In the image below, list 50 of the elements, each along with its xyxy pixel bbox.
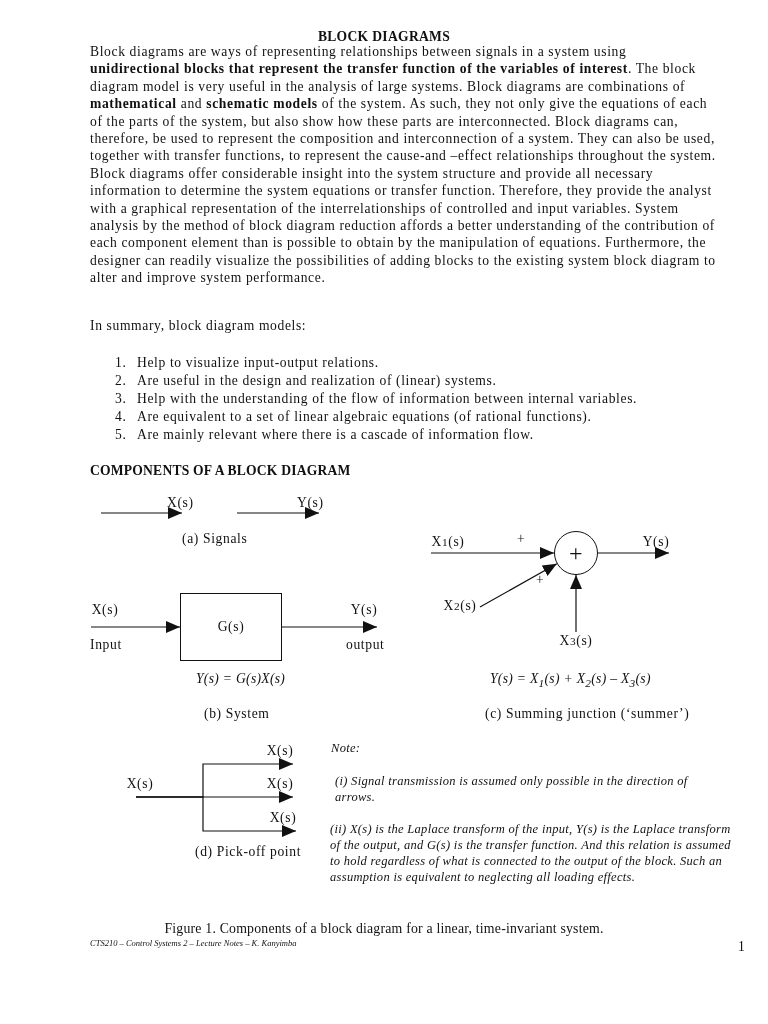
signal-label: X(s) (167, 494, 194, 512)
summing-junction (554, 531, 598, 575)
list-item: Are equivalent to a set of linear algebraic equations (of rational functions). (137, 408, 592, 426)
plus-sign: + (568, 541, 584, 565)
body-paragraph: Block diagrams are ways of representing relationships between signals in a system using unidirectional blocks that represent the transfer function of the variables of interest. The block diagram model is very useful in the analysis of large systems. Block diagrams are combinations of mathematical and schematic models of the system. As such, they not only give the equations of each of the parts of the system, but also show how these parts are interconnected. Block diagrams can, therefore, be used to represent the composition and interconnection of a system. They can also be used, together with transfer functions, to represent the cause-and –effect relationships throughout the system. Block diagrams offer considerable insight into the system structure and provide all necessary information to determine the system equations or transfer function. Therefore, they provide the analyst with a graphical representation of the interrelationships of controlled and input variables. System analysis by the method of block diagram reduction affords a better understanding of the contribution of each component element than is possible to obtain by the manipulation of equations. Furthermore, the designer can readily visualize the possibilities of adding blocks to the existing system block diagram to alter and improve system performance. (90, 43, 717, 287)
list-item: Help to visualize input-output relations. (137, 354, 379, 372)
signal-arrow (135, 796, 297, 837)
signal-arrow (281, 621, 378, 633)
list-item: Are mainly relevant where there is a cascade of information flow. (137, 426, 534, 444)
list-number: 2. (115, 372, 127, 390)
page-number: 1 (738, 938, 746, 956)
signal-label: Y(s) (348, 601, 380, 627)
signal-arrow (597, 547, 670, 559)
io-label: output (346, 636, 385, 654)
signal-arrow (90, 621, 181, 633)
section-heading: COMPONENTS OF A BLOCK DIAGRAM (90, 462, 351, 480)
note-text: (i) Signal transmission is assumed only possible in the direction of arrows. (335, 773, 690, 805)
signal-arrow (430, 547, 555, 559)
signal-label: Y(s) (297, 494, 324, 512)
list-item: Are useful in the design and realization of (linear) systems. (137, 372, 497, 390)
note-heading: Note: (331, 740, 361, 757)
subfigure-caption: (d) Pick-off point (195, 843, 302, 861)
subfigure-caption: (b) System (204, 705, 270, 723)
equation: Y(s) = G(s)X(s) (196, 670, 286, 688)
list-number: 3. (115, 390, 127, 408)
page-title: BLOCK DIAGRAMS (316, 28, 452, 46)
sign-label: + (517, 530, 526, 548)
signal-label: X(s) (123, 775, 157, 797)
equation: Y(s) = X$_{1}$(s) + X$_{2}$(s) – X$_{3}$(s) (490, 670, 651, 691)
subfigure-caption: (c) Summing junction (‘summer’) (485, 705, 690, 723)
system-block (180, 593, 282, 661)
signal-label: X(s) (264, 742, 296, 764)
list-number: 1. (115, 354, 127, 372)
list-item: Help with the understanding of the flow of information between internal variables. (137, 390, 638, 408)
signal-label: X(s) (88, 601, 122, 627)
intro-sentence: In summary, block diagram models: (90, 317, 307, 335)
signal-label: Y(s) (640, 533, 672, 553)
figure-caption: Figure 1. Components of a block diagram for a linear, time-invariant system. (163, 920, 605, 938)
signal-arrow (570, 574, 582, 633)
list-number: 4. (115, 408, 127, 426)
transfer-function-label: G(s) (217, 620, 245, 634)
signal-arrow (479, 563, 558, 608)
signal-label: X(s) (264, 775, 296, 797)
subfigure-caption: (a) Signals (182, 530, 248, 548)
signal-label: X(s) (267, 809, 299, 831)
io-label: Input (90, 636, 122, 654)
sign-label: + (536, 574, 545, 586)
footer-text: CTS210 – Control Systems 2 – Lecture Notes – K. Kanyimba (90, 938, 297, 948)
list-number: 5. (115, 426, 127, 444)
note-text: (ii) X(s) is the Laplace transform of the input, Y(s) is the Laplace transform of the output, and G(s) is the transfer function. And this relation is assumed to hold regardless of what is connected to the output of the block. Such an assumption is equivalent to neglecting all loading effects. (330, 821, 732, 885)
